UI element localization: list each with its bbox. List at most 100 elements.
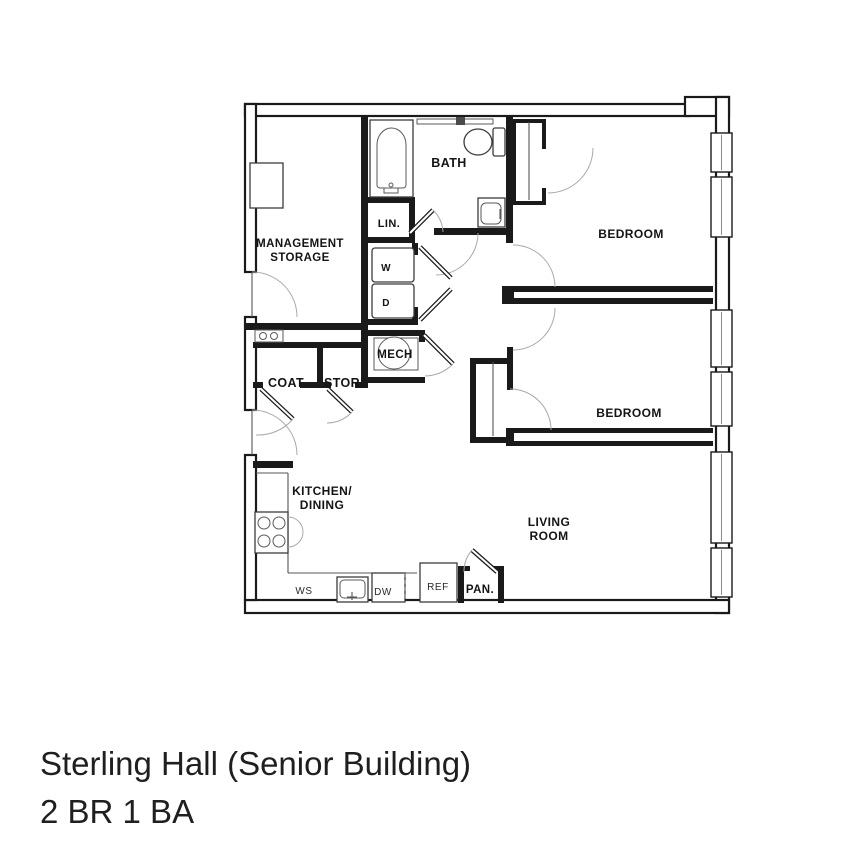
window	[710, 451, 733, 544]
wall-bedroom-divider-b	[502, 298, 713, 304]
wall-b2closet-bottom	[470, 437, 513, 443]
water-heater	[373, 336, 419, 371]
door-arc-entry	[251, 409, 298, 456]
fixtures	[249, 117, 506, 603]
dishwasher-box	[371, 572, 406, 603]
door-arc-bedroom1	[512, 244, 556, 288]
kitchen-label-line1: KITCHEN/	[292, 484, 352, 498]
wall-b2closet-right	[507, 347, 513, 390]
wall-stor-right	[361, 330, 368, 388]
wall-b1closet-stub-b	[542, 188, 546, 205]
wall-lr-divider-a	[513, 428, 713, 433]
windows	[710, 132, 733, 598]
wall-mech-stub	[419, 330, 425, 342]
door-arc-mech	[424, 363, 454, 377]
washer-box	[371, 247, 415, 283]
shower-fitting	[456, 117, 465, 125]
door-arc-b2closet	[509, 388, 552, 431]
wall-wd-stub-bottom	[412, 307, 418, 319]
coat-label: COAT	[268, 376, 304, 390]
stove	[254, 511, 304, 554]
living-label-line1: LIVING	[528, 515, 570, 529]
wall-b2closet-top	[470, 358, 513, 364]
wall-mech-top	[368, 330, 425, 336]
door-arc-linen	[432, 209, 444, 233]
wall-coat-top	[253, 342, 368, 348]
door-leaf-pan-inner	[471, 549, 498, 573]
pan-label: PAN.	[466, 584, 494, 596]
door-arc-management	[251, 271, 298, 318]
wall-pan-stub-b	[492, 566, 504, 571]
door-arc-bath	[435, 232, 479, 276]
wall-kitchen-stub	[253, 461, 293, 468]
door-arc-bedroom2	[512, 307, 556, 351]
mech-label: MECH	[377, 349, 412, 361]
ws-label: WS	[295, 586, 312, 597]
wall-top	[243, 102, 691, 118]
wall-stor-stub-a	[323, 382, 331, 388]
window	[710, 547, 733, 598]
wall-bottom	[243, 598, 731, 615]
wall-wd-stub-top	[412, 243, 418, 255]
door-leaf-mech-inner	[423, 334, 454, 365]
refrigerator-box	[419, 562, 458, 603]
door-arc-coat	[255, 418, 294, 436]
wall-fixture-box	[254, 329, 284, 343]
kitchen-sink	[336, 576, 369, 603]
toilet	[463, 127, 506, 157]
dryer-label: D	[382, 298, 390, 309]
bedroom1-label: BEDROOM	[598, 227, 663, 241]
bathtub	[369, 119, 414, 198]
ref-label: REF	[427, 582, 449, 593]
doors	[251, 147, 594, 574]
door-leaf-wd-top-inner	[419, 246, 452, 279]
management-label-line2: STORAGE	[270, 252, 329, 264]
wall-b2closet-left	[470, 358, 476, 440]
interior-walls	[245, 116, 713, 603]
window	[710, 132, 733, 173]
plan-title-line1: Sterling Hall (Senior Building)	[40, 745, 472, 782]
door-arc-pan	[463, 549, 473, 573]
grab-bar	[416, 118, 494, 125]
mgmt-shelf	[249, 162, 284, 209]
wall-coat-stub-b	[300, 382, 317, 388]
linen-label: LIN.	[378, 218, 400, 230]
wall-lr-divider-b	[513, 441, 713, 446]
bedroom2-label: BEDROOM	[596, 406, 661, 420]
wall-b1closet-top	[512, 119, 546, 123]
wall-mgmt-bottom	[245, 323, 368, 330]
dw-label: DW	[374, 587, 392, 598]
window	[710, 176, 733, 238]
wall-lin-right	[409, 203, 415, 243]
wall-b1closet-left	[512, 119, 516, 205]
wall-coat-stub-a	[253, 382, 263, 388]
wall-left-middle	[243, 315, 258, 412]
bath-sink	[477, 197, 506, 228]
wall-wd-bottom	[368, 319, 418, 325]
door-leaf-coat-inner	[260, 388, 294, 420]
dryer-box	[371, 283, 415, 319]
washer-label: W	[381, 263, 391, 274]
plan-title: Sterling Hall (Senior Building) 2 BR 1 B…	[40, 740, 471, 836]
plan-title-line2: 2 BR 1 BA	[40, 793, 195, 830]
wall-lin-bottom	[368, 237, 415, 243]
management-label-line1: MANAGEMENT	[256, 238, 344, 250]
living-label-line2: ROOM	[530, 529, 569, 543]
wall-stor-stub-b	[355, 382, 368, 388]
door-arc-stor	[326, 411, 353, 424]
wall-mech-bottom	[368, 377, 425, 383]
wall-mgmt-right	[361, 116, 368, 330]
wall-coat-stor-divider	[317, 342, 323, 388]
wall-pan-right	[498, 566, 504, 603]
bath-label: BATH	[431, 156, 466, 170]
wall-tub-lin	[368, 197, 415, 203]
wall-bedroom-divider-cap	[502, 286, 514, 304]
stor-label: STOR.	[324, 376, 364, 390]
kitchen-label-line2: DINING	[300, 498, 344, 512]
wall-bath-right	[506, 116, 513, 243]
window	[710, 309, 733, 368]
room-labels: BATH LIN. MANAGEMENT STORAGE W D MECH CO…	[256, 156, 663, 598]
wall-b1closet-bottom	[512, 201, 546, 205]
